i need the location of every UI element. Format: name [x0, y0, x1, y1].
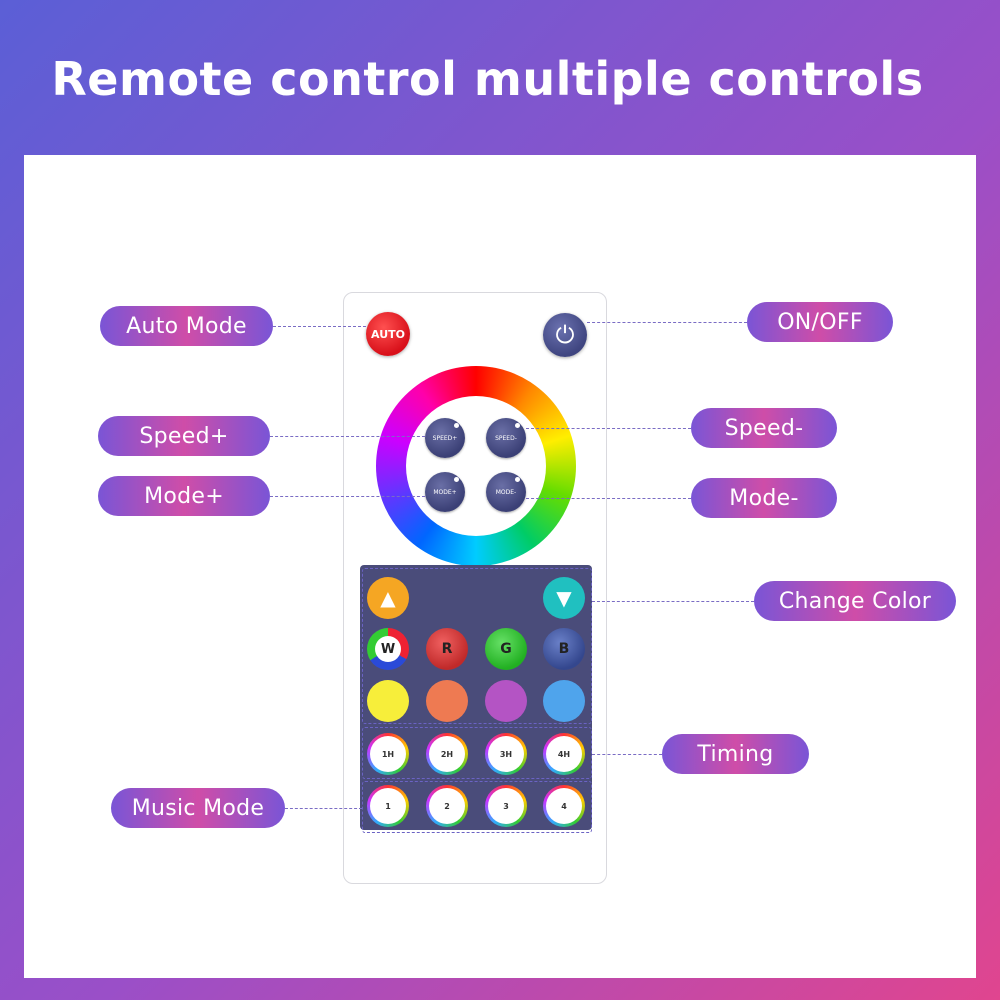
mode-plus-button[interactable]: MODE+	[425, 472, 465, 512]
white-button[interactable]: W	[367, 628, 409, 670]
music-4-label: 4	[561, 801, 567, 811]
speed-minus-button-label: SPEED-	[495, 434, 517, 442]
color-swatch-purple[interactable]	[485, 680, 527, 722]
timer-2h-label: 2H	[440, 749, 454, 759]
mode-plus-connector	[270, 496, 425, 497]
timer-button-4h[interactable]: 4H	[543, 733, 585, 775]
arrow-up-icon: ▲	[380, 586, 396, 610]
speed-minus-label: Speed-	[691, 408, 837, 448]
speed-minus-connector	[526, 428, 691, 429]
timer-4h-label: 4H	[557, 749, 571, 759]
speed-minus-button[interactable]: SPEED-	[486, 418, 526, 458]
auto-mode-label: Auto Mode	[100, 306, 273, 346]
blue-button-label: B	[558, 641, 570, 657]
power-icon: ⏻	[555, 321, 575, 349]
red-button-label: R	[441, 641, 453, 657]
arrow-down-icon: ▼	[556, 586, 572, 610]
music-button-1[interactable]: 1	[367, 785, 409, 827]
change-color-connector	[592, 601, 754, 602]
music-button-3[interactable]: 3	[485, 785, 527, 827]
blue-button[interactable]: B	[543, 628, 585, 670]
mode-minus-connector	[526, 498, 691, 499]
timing-group-outline	[362, 727, 592, 779]
brightness-down-button[interactable]: ▼	[543, 577, 585, 619]
power-button[interactable]: ⏻	[543, 313, 587, 357]
music-button-4[interactable]: 4	[543, 785, 585, 827]
timer-3h-label: 3H	[499, 749, 513, 759]
on-off-connector	[587, 322, 747, 323]
auto-button[interactable]: AUTO	[366, 312, 410, 356]
speed-plus-connector	[270, 436, 425, 437]
music-3-label: 3	[503, 801, 509, 811]
green-button[interactable]: G	[485, 628, 527, 670]
music-2-label: 2	[444, 801, 450, 811]
timing-label: Timing	[662, 734, 809, 774]
music-mode-label: Music Mode	[111, 788, 285, 828]
timing-connector	[592, 754, 662, 755]
speed-plus-label: Speed+	[98, 416, 270, 456]
mode-minus-button-label: MODE-	[495, 488, 517, 496]
change-color-group-outline	[362, 568, 592, 724]
timer-1h-label: 1H	[381, 749, 395, 759]
on-off-label: ON/OFF	[747, 302, 893, 342]
white-button-label: W	[375, 636, 401, 662]
red-button[interactable]: R	[426, 628, 468, 670]
brightness-up-button[interactable]: ▲	[367, 577, 409, 619]
music-1-label: 1	[385, 801, 391, 811]
color-wheel-center	[406, 396, 546, 536]
auto-mode-connector	[273, 326, 366, 327]
timer-button-2h[interactable]: 2H	[426, 733, 468, 775]
speed-plus-button[interactable]: SPEED+	[425, 418, 465, 458]
speed-plus-button-label: SPEED+	[432, 434, 458, 442]
mode-plus-button-label: MODE+	[433, 488, 457, 496]
auto-button-label: AUTO	[371, 327, 405, 341]
mode-minus-button[interactable]: MODE-	[486, 472, 526, 512]
mode-plus-label: Mode+	[98, 476, 270, 516]
color-swatch-blue[interactable]	[543, 680, 585, 722]
color-swatch-yellow[interactable]	[367, 680, 409, 722]
change-color-label: Change Color	[754, 581, 956, 621]
timer-button-3h[interactable]: 3H	[485, 733, 527, 775]
music-button-2[interactable]: 2	[426, 785, 468, 827]
page-headline: Remote control multiple controls	[51, 52, 924, 106]
timer-button-1h[interactable]: 1H	[367, 733, 409, 775]
color-swatch-orange[interactable]	[426, 680, 468, 722]
green-button-label: G	[500, 641, 512, 657]
music-mode-connector	[285, 808, 362, 809]
music-group-outline	[362, 781, 592, 833]
mode-minus-label: Mode-	[691, 478, 837, 518]
